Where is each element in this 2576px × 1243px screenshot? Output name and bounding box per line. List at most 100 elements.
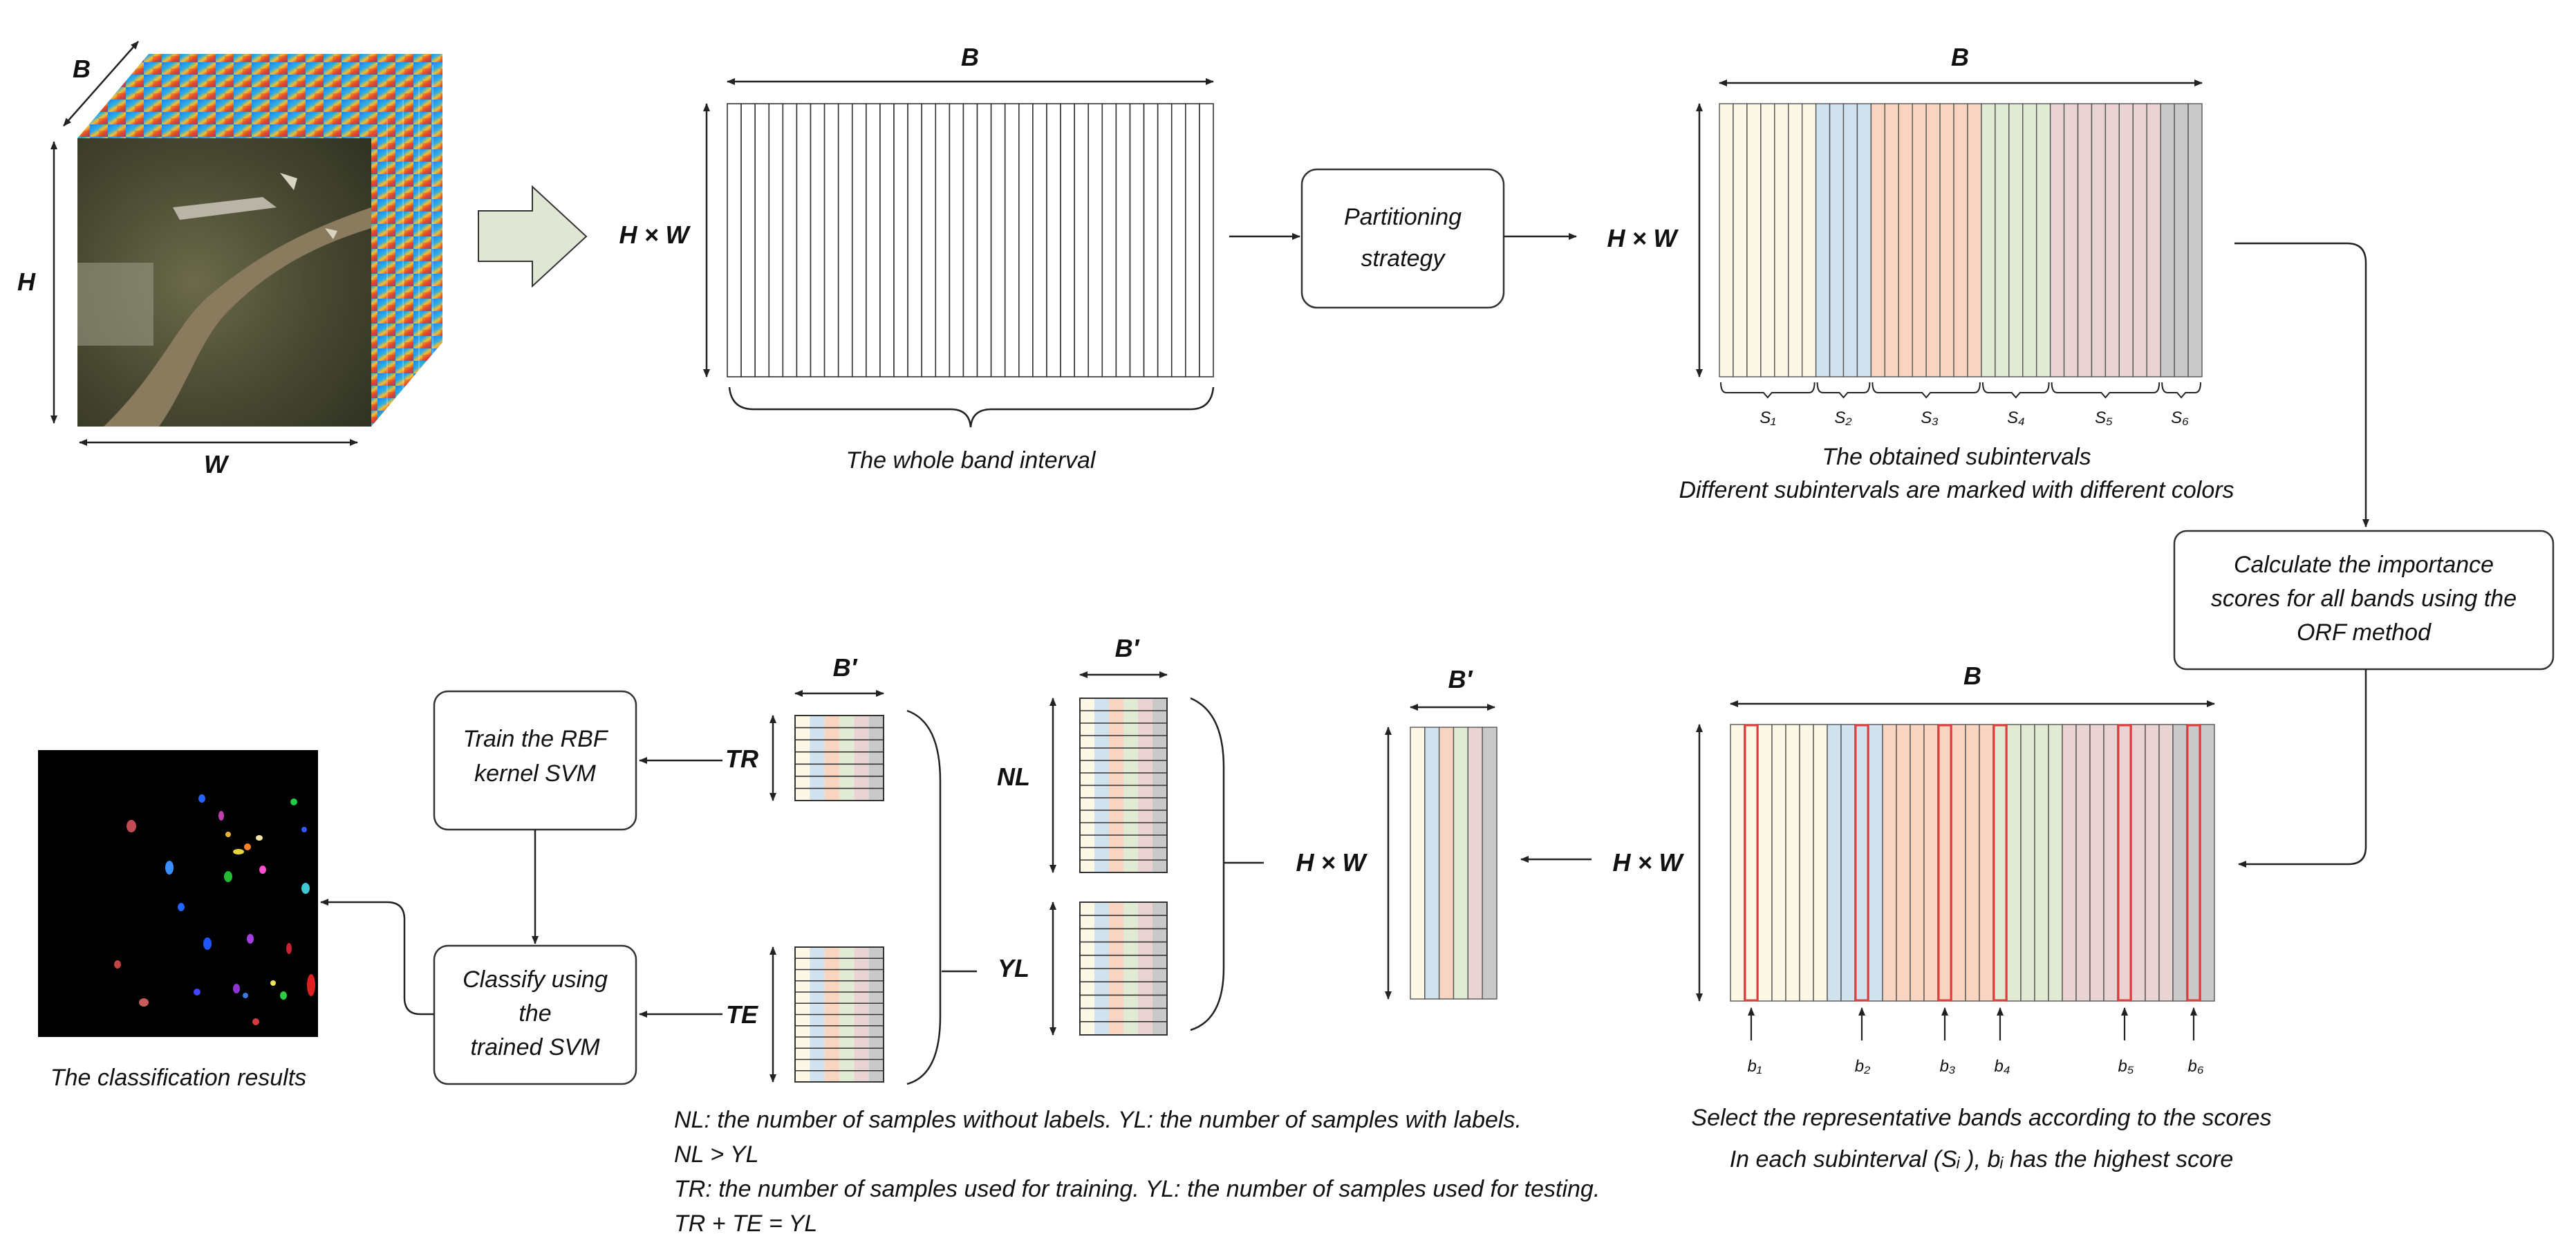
classification-result-map xyxy=(38,750,318,1037)
band-column xyxy=(2063,103,2079,377)
band-column xyxy=(1992,724,2008,1002)
subinterval-label-5: S₅ xyxy=(2095,409,2113,427)
band-column xyxy=(1424,727,1440,1000)
grid-border xyxy=(794,946,884,1083)
class-region xyxy=(243,993,248,998)
class-region xyxy=(139,998,149,1007)
subinterval-dimension-arrows xyxy=(1696,80,2203,377)
class-region xyxy=(224,871,232,882)
class-region xyxy=(233,849,244,854)
band-column xyxy=(1882,724,1897,1002)
subinterval-label-4: S₄ xyxy=(2007,409,2025,427)
class-region xyxy=(247,934,254,944)
selection-band-grid xyxy=(1730,724,2215,1002)
note-line-2: NL > YL xyxy=(674,1141,759,1168)
cube-dimension-arrows xyxy=(50,41,358,446)
band-column xyxy=(1785,724,1800,1002)
band-column xyxy=(1482,727,1497,1000)
band-column xyxy=(1719,103,1734,377)
band-column xyxy=(2008,103,2024,377)
band-column xyxy=(2034,724,2049,1002)
band-column xyxy=(1884,103,1899,377)
band-column xyxy=(868,716,884,801)
band-column xyxy=(854,716,869,801)
band-column xyxy=(2075,724,2091,1002)
band-column xyxy=(962,103,978,377)
band-label-4: b₄ xyxy=(1995,1057,2010,1076)
band-column xyxy=(839,716,855,801)
class-region xyxy=(225,832,231,837)
band-column xyxy=(1410,727,1426,1000)
class-region xyxy=(290,798,297,805)
band-column xyxy=(1788,103,1803,377)
subinterval-b-label: B xyxy=(1951,43,1969,71)
band-column xyxy=(1898,103,1913,377)
selection-caption-line-2: In each subinterval (Sᵢ ), bᵢ has the hi… xyxy=(1730,1146,2234,1172)
selected-band-highlight xyxy=(1937,724,1952,1002)
band-column xyxy=(2187,103,2203,377)
classification-caption: The classification results xyxy=(50,1065,306,1091)
band-column xyxy=(1868,724,1883,1002)
band-column xyxy=(1757,724,1773,1002)
subinterval-caption-line-2: Different subintervals are marked with d… xyxy=(1679,477,2234,503)
band-column xyxy=(2091,103,2107,377)
band-column xyxy=(2077,103,2093,377)
band-column xyxy=(2006,724,2022,1002)
band-column xyxy=(1953,103,1968,377)
selected-band-highlight xyxy=(1854,724,1869,1002)
selection-hw-label: H × W xyxy=(1612,848,1684,877)
whole-band-grid xyxy=(727,103,1214,377)
class-region xyxy=(259,866,266,874)
cube-h-label: H xyxy=(17,268,36,296)
band-column xyxy=(1951,724,1966,1002)
partitioning-line-2: strategy xyxy=(1361,245,1446,272)
selected-band-highlight xyxy=(2186,724,2201,1002)
band-column xyxy=(1101,103,1117,377)
band-column xyxy=(1995,103,2010,377)
band-column xyxy=(1840,724,1856,1002)
band-column xyxy=(823,103,839,377)
class-region xyxy=(218,811,224,821)
band-column xyxy=(837,103,853,377)
band-column xyxy=(1032,103,1047,377)
band-column xyxy=(1912,103,1927,377)
band-column xyxy=(1438,727,1455,1000)
band-column xyxy=(1774,103,1789,377)
note-line-4: TR + TE = YL xyxy=(674,1211,818,1237)
subinterval-label-3: S₃ xyxy=(1921,409,1939,427)
band-column xyxy=(990,103,1006,377)
band-column xyxy=(1453,727,1469,1000)
band-column xyxy=(866,103,881,377)
band-label-6: b₆ xyxy=(2187,1057,2203,1076)
reduced-hw-label: H × W xyxy=(1296,848,1368,877)
band-column xyxy=(1088,103,1103,377)
selected-band-highlight xyxy=(1992,724,2008,1002)
band-column xyxy=(1467,727,1483,1000)
tr-training-grid xyxy=(794,715,884,801)
partitioning-line-1: Partitioning xyxy=(1344,204,1462,230)
band-column xyxy=(1815,103,1831,377)
band-column xyxy=(2048,724,2063,1002)
subinterval-braces xyxy=(1720,382,2201,399)
band-column xyxy=(2049,103,2065,377)
train-line-1: Train the RBF xyxy=(463,726,608,752)
band-column xyxy=(1199,103,1214,377)
band-column xyxy=(740,103,756,377)
band-column xyxy=(1129,103,1145,377)
band-column xyxy=(810,716,825,801)
cube-b-label: B xyxy=(73,55,91,83)
band-column xyxy=(2022,103,2037,377)
band-column xyxy=(1870,103,1886,377)
selected-band-highlight xyxy=(1744,724,1759,1002)
class-region xyxy=(307,974,315,996)
class-region xyxy=(198,794,205,803)
nl-unlabeled-grid xyxy=(1079,698,1168,873)
flow-block-arrow xyxy=(478,185,588,288)
train-svm-box: Train the RBF kernel SVM xyxy=(433,690,637,831)
band-column xyxy=(1730,724,1745,1002)
band-label-2: b₂ xyxy=(1855,1057,1871,1076)
band-column xyxy=(2145,724,2160,1002)
subinterval-band-grid xyxy=(1719,103,2203,377)
band-column xyxy=(907,103,922,377)
